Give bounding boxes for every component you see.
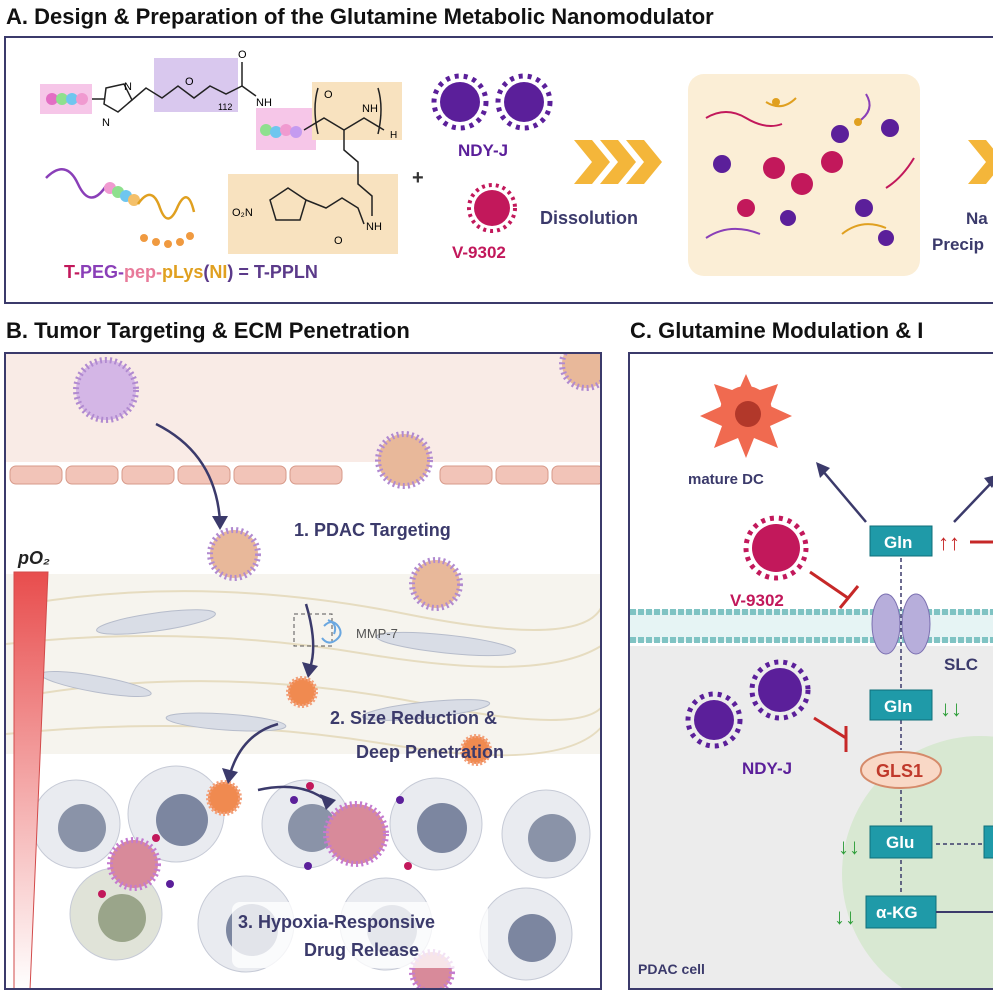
ndyj-label: NDY-J bbox=[458, 141, 508, 160]
amide-nh: NH bbox=[256, 97, 272, 109]
step2-label-line1: 2. Size Reduction & bbox=[330, 708, 497, 728]
downstream-metabolite-box bbox=[983, 825, 993, 859]
gls1-label: GLS1 bbox=[876, 761, 923, 781]
lysine-side-chain bbox=[343, 130, 373, 216]
nitroimidazole-ring bbox=[269, 187, 307, 221]
gln-intracellular-box bbox=[869, 689, 933, 721]
mmp7-label: MMP-7 bbox=[356, 626, 398, 641]
plys-h: H bbox=[390, 130, 397, 141]
step3-label-line2: Drug Release bbox=[304, 940, 419, 960]
peg-oxygen: O bbox=[185, 76, 194, 88]
panel-b-title: B. Tumor Targeting & ECM Penetration bbox=[6, 318, 410, 343]
akg-box bbox=[865, 895, 937, 929]
plus-sign: + bbox=[412, 167, 424, 189]
stromal-fibers bbox=[6, 590, 600, 757]
plys-box bbox=[312, 82, 402, 140]
activation-arrows bbox=[816, 462, 993, 523]
akg-label: α-KG bbox=[876, 903, 918, 922]
panel-a-graphic: N N O 112 O NH O NH H NH O₂N O bbox=[40, 49, 993, 282]
panel-a-title: A. Design & Preparation of the Glutamine… bbox=[6, 4, 714, 29]
step1-label: 1. PDAC Targeting bbox=[294, 520, 451, 540]
v9302-label: V-9302 bbox=[730, 591, 784, 610]
gln-intracellular-label: Gln bbox=[884, 697, 912, 716]
panel-c: mature DC V-9302 SLC Gln ↑↑ bbox=[628, 352, 993, 990]
akg-down: ↓↓ bbox=[834, 904, 856, 929]
ni-box bbox=[228, 174, 398, 254]
side-chain-nh: NH bbox=[366, 221, 382, 233]
transport-arrows bbox=[155, 422, 336, 810]
gls1-enzyme bbox=[860, 751, 942, 789]
released-drugs bbox=[98, 782, 412, 898]
polymer-formula: T-PEG-pep-pLys(NI) = T-PPLN bbox=[64, 262, 318, 282]
polymer-cartoon bbox=[45, 168, 196, 248]
panel-c-graphic: mature DC V-9302 SLC Gln ↑↑ bbox=[630, 374, 993, 988]
ndyj-particles bbox=[685, 659, 811, 749]
panel-b: pO₂ bbox=[4, 352, 602, 990]
dissolution-arrow bbox=[574, 140, 662, 184]
step2-label-line2: Deep Penetration bbox=[356, 742, 504, 762]
solution-contents bbox=[705, 93, 915, 246]
gln-intracellular-down: ↓↓ bbox=[940, 696, 962, 721]
v9302-label: V-9302 bbox=[452, 243, 506, 262]
plys-nh: NH bbox=[362, 103, 378, 115]
pdac-cell-label: PDAC cell bbox=[638, 961, 705, 977]
peg-repeat-number: 112 bbox=[218, 102, 232, 112]
precipitation-arrow bbox=[968, 140, 993, 184]
endothelial-layer bbox=[9, 465, 600, 485]
formula-ni: NI bbox=[209, 262, 227, 282]
mature-dc-label: mature DC bbox=[688, 471, 764, 488]
glu-down: ↓↓ bbox=[838, 834, 860, 859]
gln-extracellular-label: Gln bbox=[884, 533, 912, 552]
panel-b-graphic: pO₂ bbox=[6, 354, 600, 988]
ndyj-particles bbox=[431, 73, 553, 131]
v9302-spikes bbox=[743, 515, 809, 581]
cell-membrane bbox=[630, 609, 993, 643]
metabolic-flow bbox=[900, 558, 982, 894]
po2-gradient bbox=[13, 571, 49, 988]
po2-label: pO₂ bbox=[17, 548, 50, 568]
fibroblasts bbox=[40, 609, 517, 732]
slc-label: SLC bbox=[944, 655, 978, 674]
triazole-n2: N bbox=[102, 117, 110, 129]
slc-transporter bbox=[871, 593, 931, 655]
peg-box bbox=[154, 58, 238, 112]
mmp7-enzyme bbox=[321, 619, 342, 644]
precipitation-label-line1: Na bbox=[966, 209, 988, 228]
gln-extracellular-box bbox=[869, 525, 933, 557]
formula-ni-open: ( bbox=[203, 262, 209, 282]
glu-label: Glu bbox=[886, 833, 914, 852]
plys-oxygen: O bbox=[324, 89, 333, 101]
formula-equals: = T-PPLN bbox=[233, 262, 318, 282]
mature-dc-cell bbox=[700, 374, 792, 458]
carbamate-oxygen: O bbox=[334, 235, 343, 247]
carbonyl-oxygen: O bbox=[238, 49, 247, 61]
ndyj-label: NDY-J bbox=[742, 759, 792, 778]
peg-chain bbox=[131, 85, 243, 101]
nanoparticles bbox=[73, 354, 600, 988]
ndyj-inhibition bbox=[813, 716, 848, 752]
glu-box bbox=[869, 825, 933, 859]
dissolution-label: Dissolution bbox=[540, 208, 638, 228]
triazole-n1: N bbox=[124, 81, 132, 93]
formula-peg: PEG- bbox=[80, 262, 124, 282]
panel-c-title: C. Glutamine Modulation & I bbox=[630, 318, 924, 343]
v9302-particle bbox=[467, 183, 517, 233]
peptide-beads bbox=[260, 124, 302, 138]
formula-plys: pLys bbox=[162, 262, 203, 282]
gln-extracellular-up: ↑↑ bbox=[938, 530, 960, 555]
panel-a: N N O 112 O NH O NH H NH O₂N O bbox=[4, 36, 993, 304]
precipitation-label-line2: Precip bbox=[932, 235, 984, 254]
v9302-particle bbox=[752, 524, 800, 572]
ligand-beads bbox=[46, 93, 88, 105]
nitro-group: O₂N bbox=[232, 207, 253, 219]
step3-label-line1: 3. Hypoxia-Responsive bbox=[238, 912, 435, 932]
formula-ni-close: ) bbox=[227, 262, 233, 282]
triazole-ring bbox=[103, 83, 133, 113]
v9302-inhibition bbox=[809, 570, 860, 609]
step3-label-backdrop bbox=[232, 902, 488, 968]
formula-t: T- bbox=[64, 262, 80, 282]
formula-pep: pep- bbox=[124, 262, 162, 282]
